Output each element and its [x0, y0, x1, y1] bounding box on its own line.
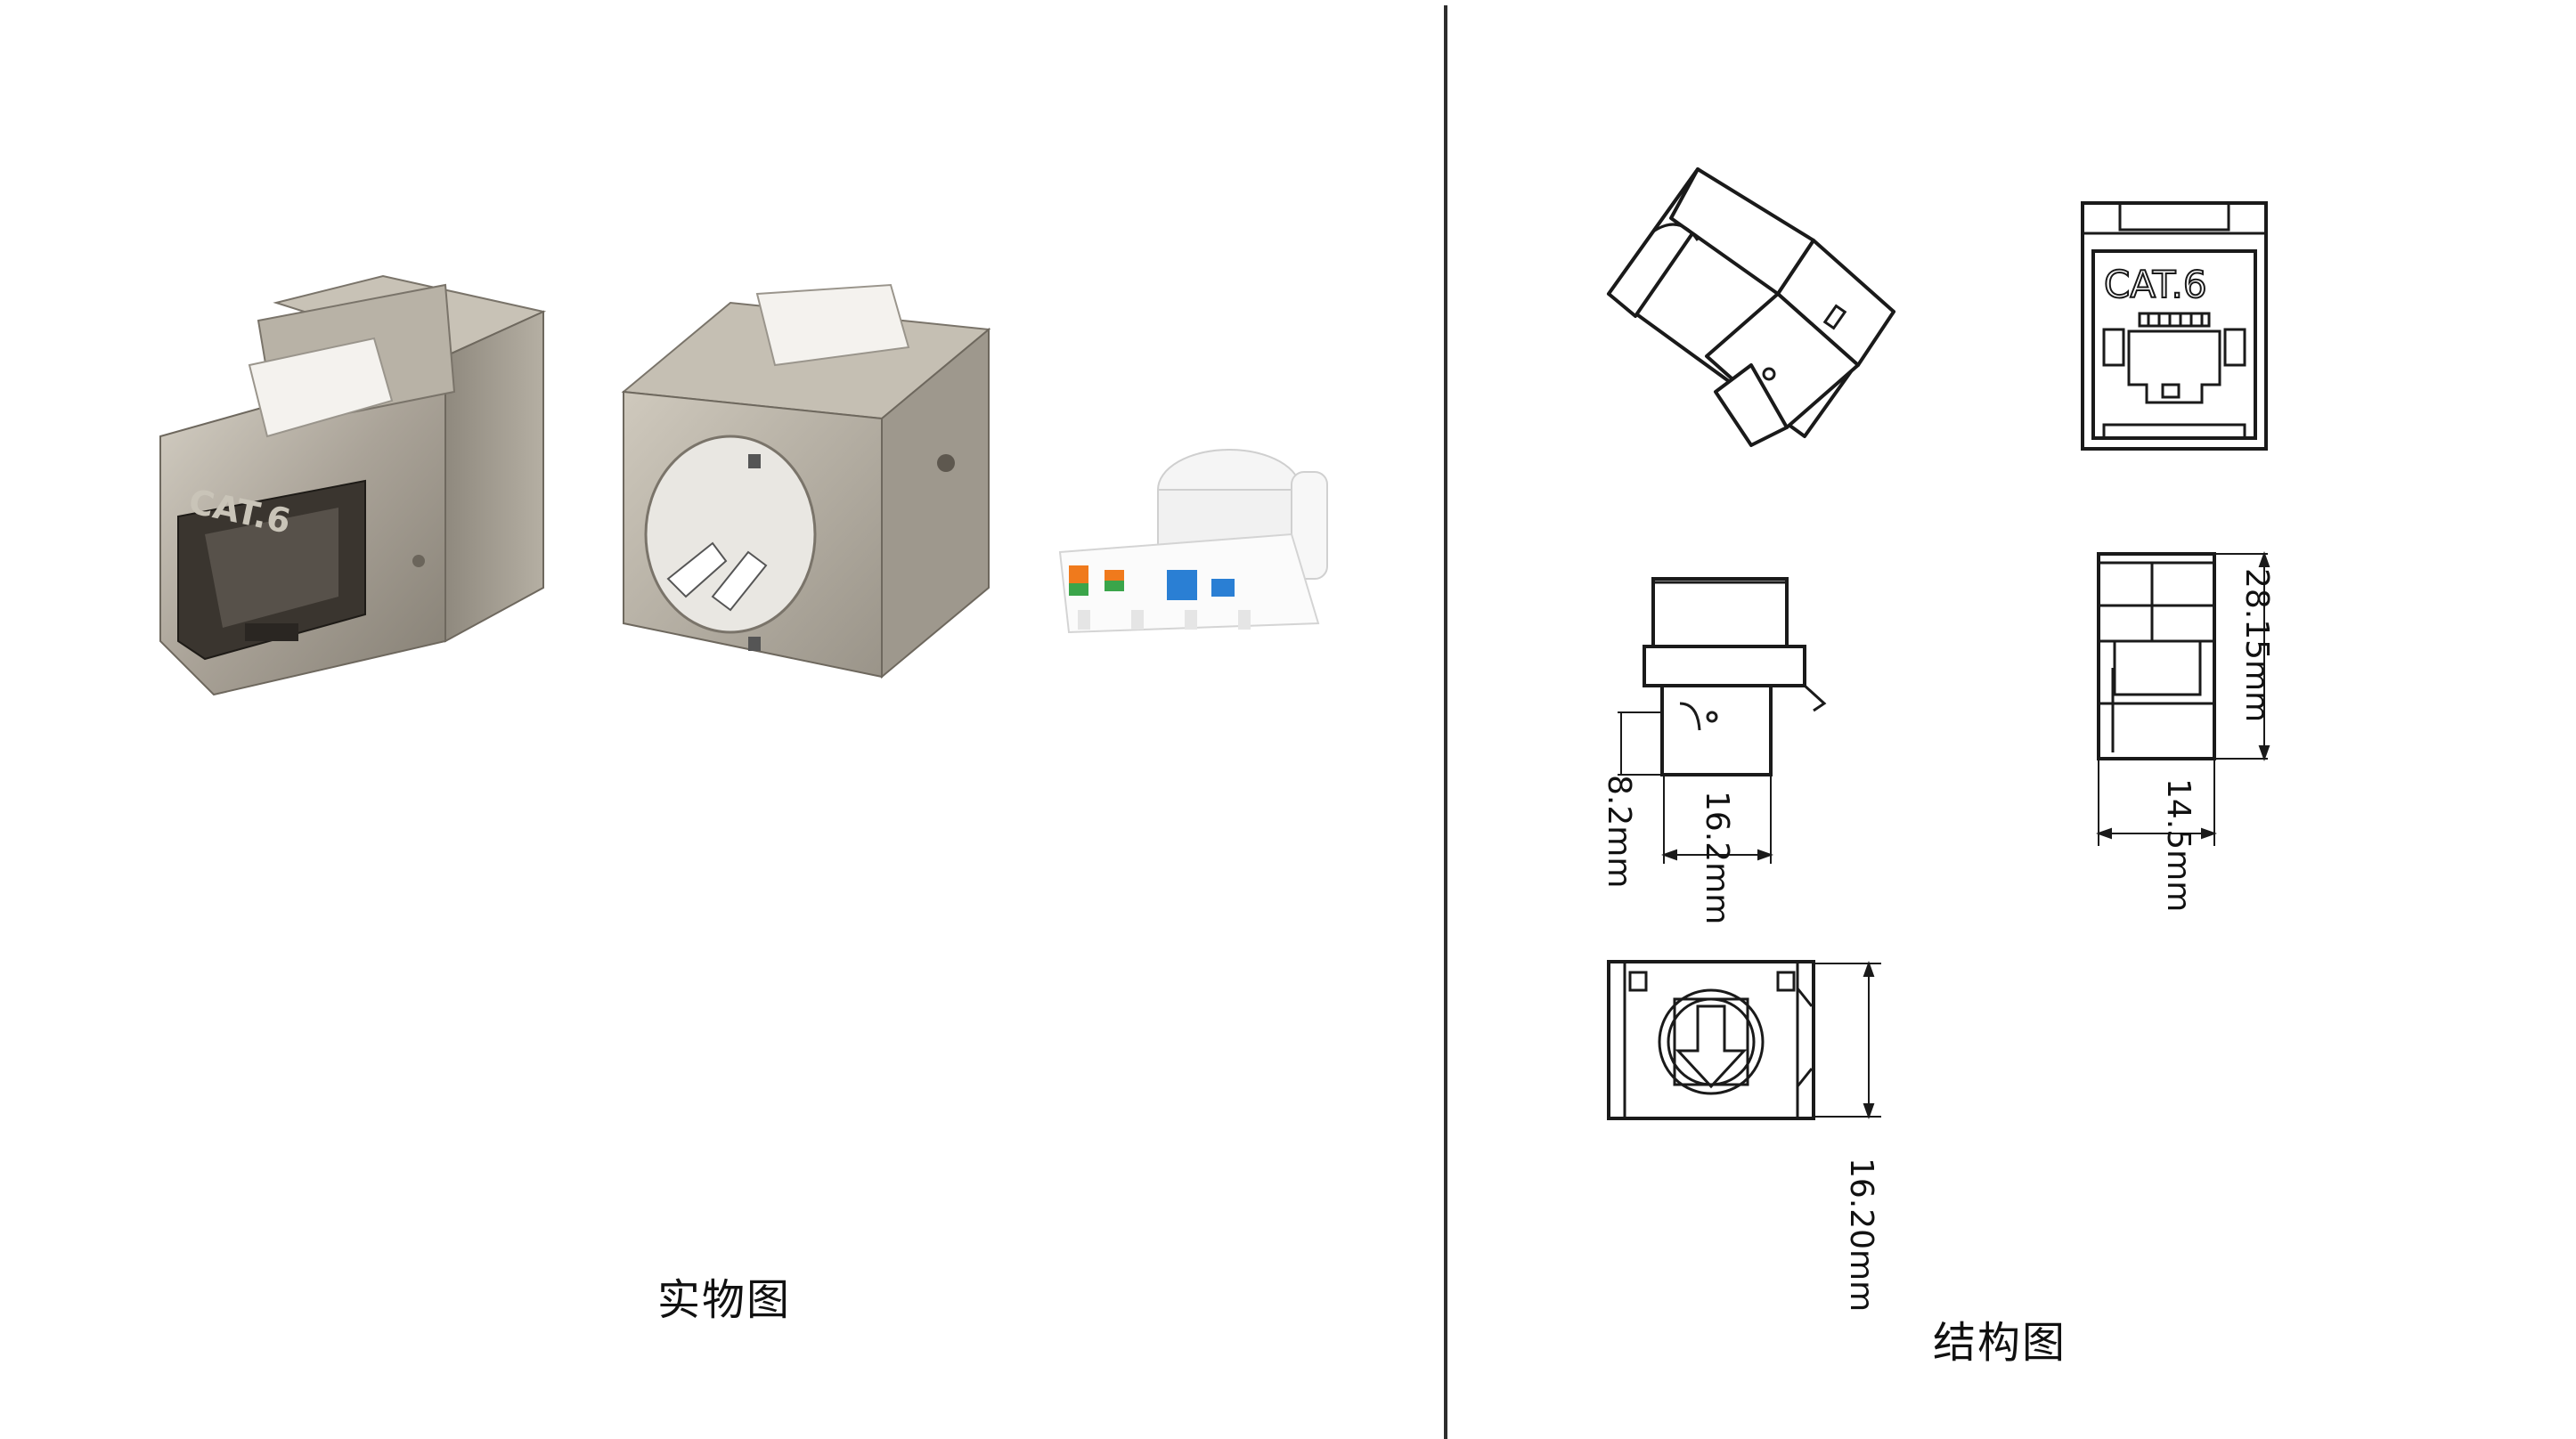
isometric-view-drawing: [1607, 167, 1895, 447]
dimension-width-side-label: 14.5mm: [2160, 778, 2197, 912]
drawing-caption: 结构图: [1933, 1318, 2067, 1368]
front-view-drawing: CAT.6: [2081, 201, 2268, 451]
idc-module-image: [1058, 449, 1328, 634]
dimension-offset-label: 8.2mm: [1601, 775, 1637, 888]
photo-caption: 实物图: [657, 1275, 792, 1325]
shielded-jack-front-image: CAT.6: [159, 274, 547, 696]
right-view-drawing: 28.15mm 14.5mm: [2096, 551, 2275, 912]
structure-drawing-panel: CAT.6 8.2mm 16.2mm: [1448, 0, 2576, 1439]
dimension-depth-label: 16.20mm: [1843, 1158, 1879, 1312]
panel-divider: [1444, 5, 1447, 1439]
cat6-drawing-label: CAT.6: [2104, 263, 2207, 306]
dimension-height-label: 28.15mm: [2238, 568, 2275, 722]
product-photo-panel: CAT.6: [159, 274, 1328, 1325]
bottom-view-drawing: 16.20mm: [1607, 960, 1881, 1312]
dimension-width-front-label: 16.2mm: [1699, 791, 1735, 924]
side-view-drawing: 8.2mm 16.2mm: [1601, 577, 1827, 924]
shielded-jack-rear-image: [621, 283, 991, 679]
